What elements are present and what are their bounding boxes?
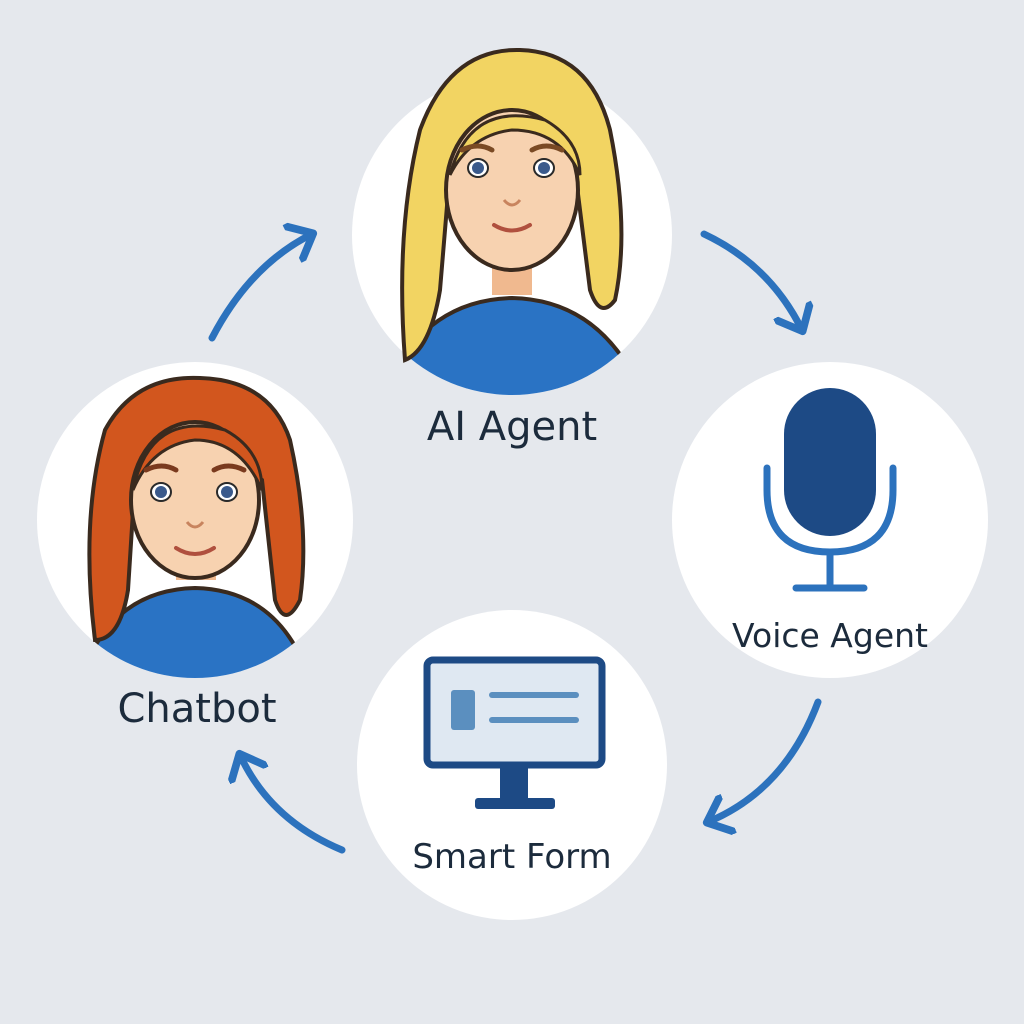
- chatbot-label: Chatbot: [117, 686, 277, 732]
- voice-agent-node: [672, 362, 988, 678]
- microphone-icon: [763, 388, 897, 592]
- smart-form-node: [357, 610, 667, 920]
- voice-agent-label: Voice Agent: [732, 616, 928, 655]
- arrow-ai-agent-to-voice-agent: [700, 230, 802, 330]
- smart-form-label: Smart Form: [412, 837, 612, 877]
- ai-agent-label: AI Agent: [426, 404, 598, 450]
- ai-agent-avatar: [352, 47, 672, 395]
- arrow-voice-agent-to-smart-form: [708, 698, 822, 822]
- chatbot-avatar: [37, 362, 353, 678]
- arrow-smart-form-to-chatbot: [240, 755, 346, 854]
- arrow-chatbot-to-ai-agent: [208, 234, 312, 342]
- monitor-icon: [423, 656, 606, 809]
